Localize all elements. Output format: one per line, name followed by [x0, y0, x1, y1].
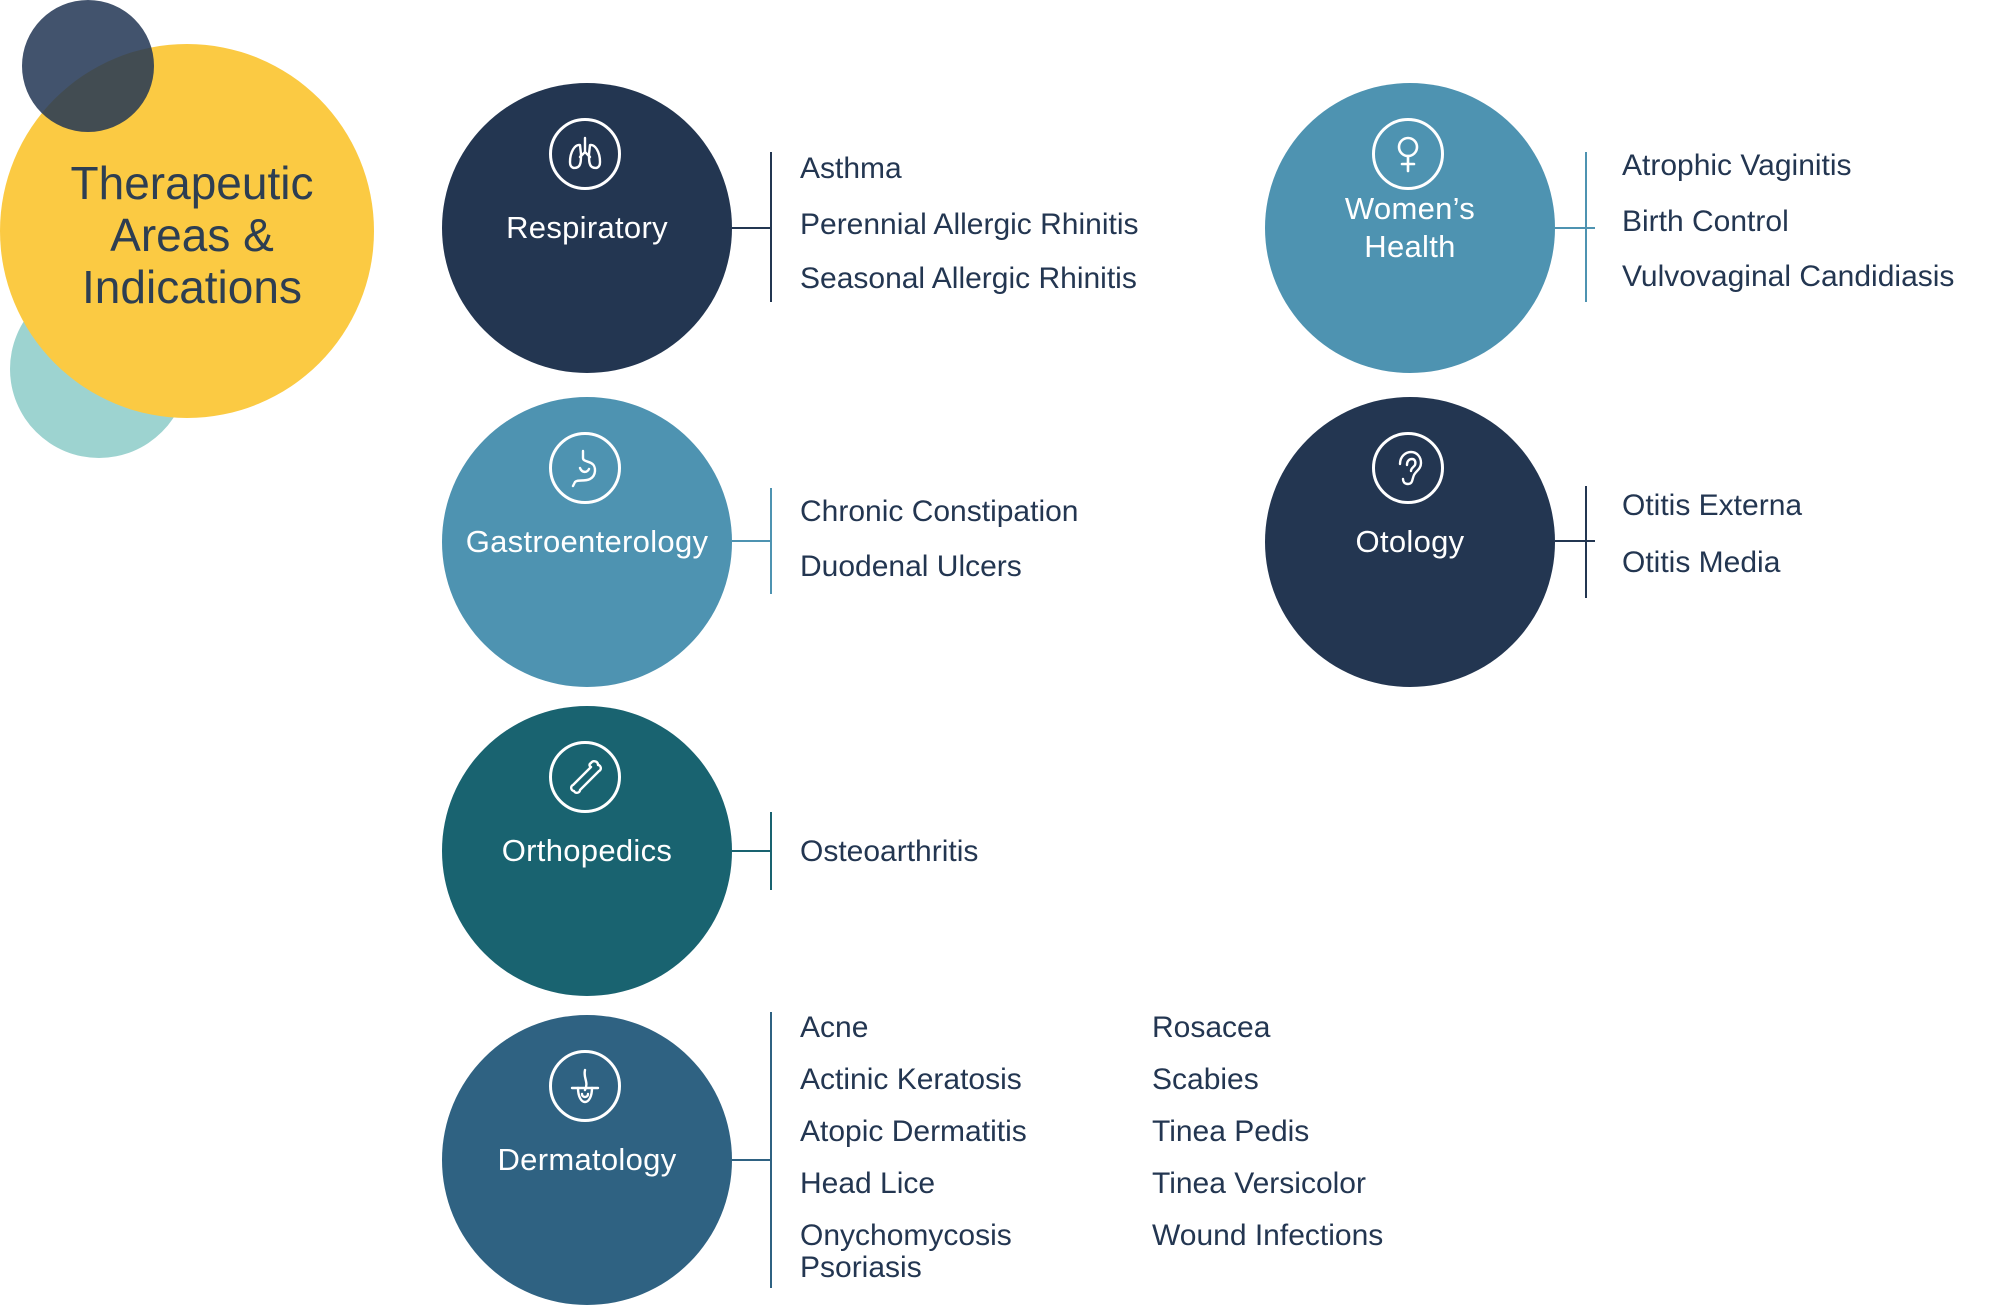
indication-item: Asthma [800, 152, 902, 185]
area-label: Dermatology [497, 1142, 677, 1177]
stomach-icon [549, 432, 621, 504]
area-respiratory: Respiratory [442, 83, 732, 373]
indication-item: Duodenal Ulcers [800, 550, 1022, 583]
ear-icon [1372, 432, 1444, 504]
indication-item: Scabies [1152, 1063, 1259, 1096]
indication-item: Tinea Versicolor [1152, 1167, 1366, 1200]
indication-item: Birth Control [1622, 205, 1789, 238]
connector-line [732, 850, 772, 852]
connector-line [732, 227, 772, 229]
bracket-line [770, 488, 772, 594]
area-orthopedics: Orthopedics [442, 706, 732, 996]
area-label: Women’s Health [1344, 191, 1476, 264]
indication-item: Chronic Constipation [800, 495, 1079, 528]
area-label: Respiratory [506, 210, 668, 245]
indication-item: Seasonal Allergic Rhinitis [800, 262, 1137, 295]
indication-item: Psoriasis [800, 1251, 922, 1284]
area-gastroenterology: Gastroenterology [442, 397, 732, 687]
bone-icon [549, 741, 621, 813]
indication-item: Tinea Pedis [1152, 1115, 1310, 1148]
connector-line [1555, 227, 1595, 229]
decorative-navy-circle [22, 0, 154, 132]
area-label: Gastroenterology [465, 524, 709, 559]
bracket-line [1585, 486, 1587, 598]
indication-item: Onychomycosis [800, 1219, 1012, 1252]
indication-item: Otitis Externa [1622, 489, 1803, 522]
page-title: Therapeutic Areas & Indications [70, 157, 314, 313]
indication-item: Acne [800, 1011, 869, 1044]
area-otology: Otology [1265, 397, 1555, 687]
indication-item: Atrophic Vaginitis [1622, 149, 1852, 182]
indication-item: Otitis Media [1622, 546, 1781, 579]
indication-item: Perennial Allergic Rhinitis [800, 208, 1139, 241]
area-label: Otology [1355, 524, 1465, 559]
indication-item: Atopic Dermatitis [800, 1115, 1027, 1148]
indication-item: Head Lice [800, 1167, 936, 1200]
connector-line [1555, 540, 1595, 542]
bracket-line [770, 1012, 772, 1288]
area-dermatology: Dermatology [442, 1015, 732, 1305]
lungs-icon [549, 118, 621, 190]
hair-follicle-icon [549, 1050, 621, 1122]
indication-item: Osteoarthritis [800, 835, 979, 868]
indication-item: Rosacea [1152, 1011, 1271, 1044]
connector-line [732, 1159, 772, 1161]
bracket-line [1585, 152, 1587, 302]
indication-item: Vulvovaginal Candidiasis [1622, 260, 1955, 293]
area-label: Orthopedics [501, 833, 673, 868]
area-womens-health: Women’s Health [1265, 83, 1555, 373]
connector-line [732, 540, 772, 542]
bracket-line [770, 812, 772, 890]
indication-item: Wound Infections [1152, 1219, 1384, 1252]
bracket-line [770, 152, 772, 302]
female-symbol-icon [1372, 118, 1444, 190]
indication-item: Actinic Keratosis [800, 1063, 1022, 1096]
